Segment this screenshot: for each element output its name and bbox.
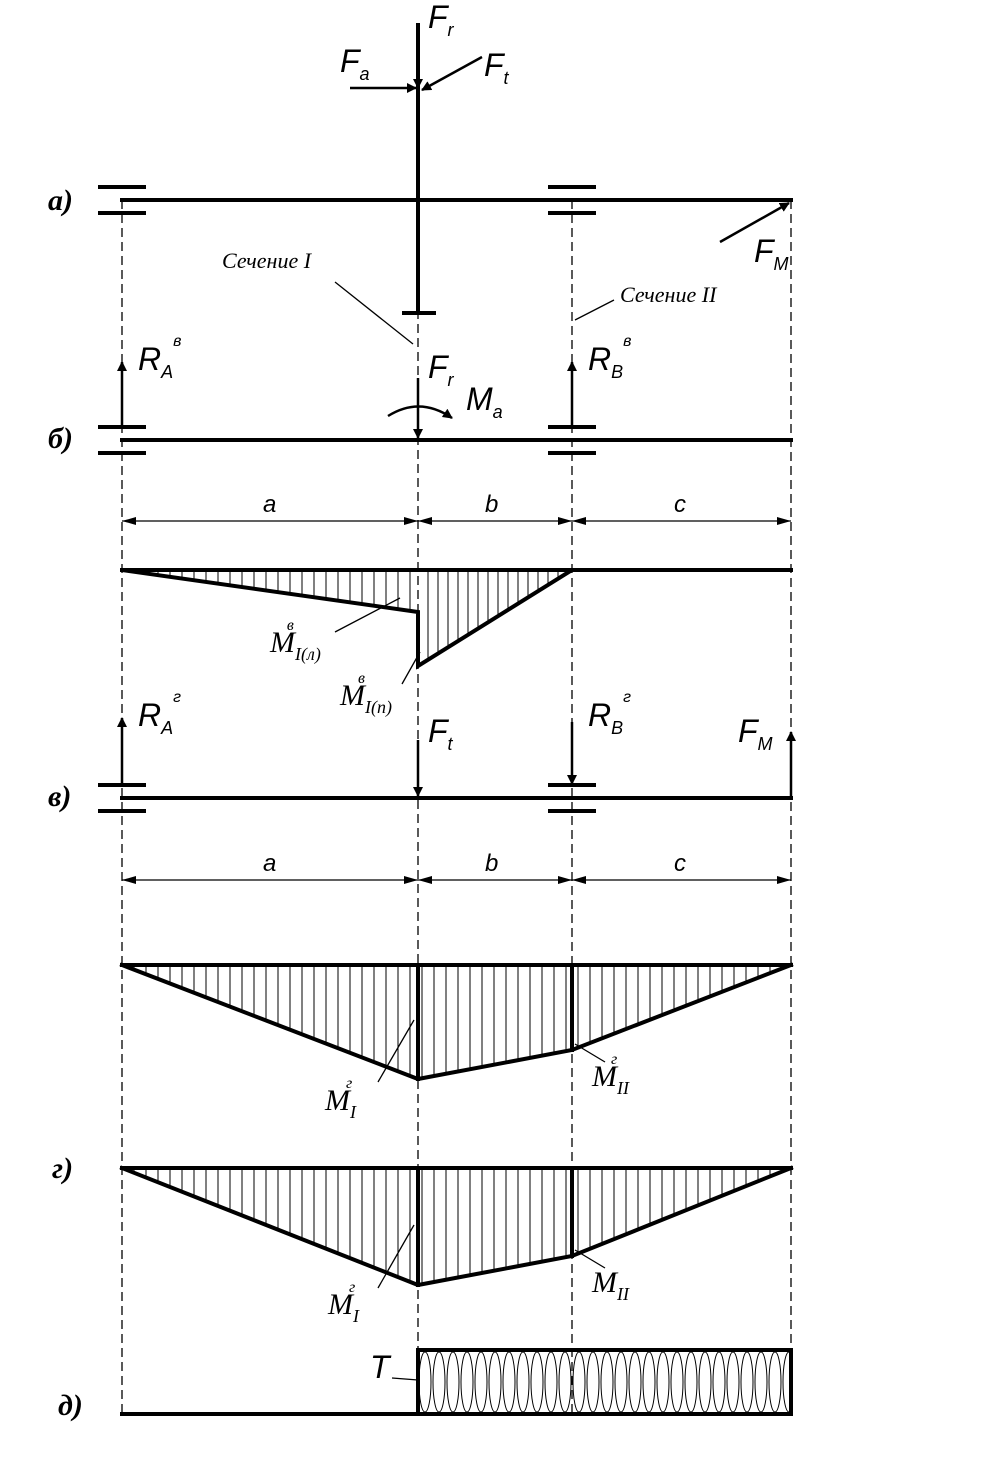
leader-mg-2	[574, 1043, 606, 1063]
leader-mt-2	[574, 1249, 606, 1269]
moment-ma-label: Ma	[466, 381, 503, 422]
force-ft-label: Ft	[484, 47, 510, 88]
moment-total-outline	[119, 1165, 794, 1288]
moment-mg-2-label: MIIг	[591, 1051, 630, 1098]
reaction-ra-g-label: RAг	[138, 689, 181, 738]
section-1-label: Сечение I	[222, 248, 313, 273]
section-2-leader	[574, 299, 615, 321]
projection-lines	[121, 200, 792, 1415]
panel-g: г) MIг MII	[52, 1152, 794, 1326]
moment-mv-l-label: MI(л)в	[269, 617, 321, 665]
section-1-leader	[334, 281, 414, 345]
reaction-ra-v-label: RAв	[138, 333, 181, 382]
torque-diagram	[416, 1348, 793, 1416]
dim-a-b: a	[263, 491, 276, 518]
moment-mv-outline	[121, 568, 579, 670]
hatch-mv	[133, 570, 569, 660]
moment-ma-arrow	[387, 405, 453, 420]
force-fr-label: Fr	[428, 0, 455, 40]
moment-diagram-horizontal: MIг MIIг	[119, 962, 794, 1122]
force-fm-v-label: FM	[738, 713, 773, 754]
panel-b: б) RAв RBв Fr Ma a b c	[48, 333, 793, 525]
dim-c-v: c	[674, 850, 686, 877]
dim-b-v: b	[485, 850, 498, 877]
force-ft-arrow	[421, 55, 483, 92]
dim-b-b: b	[485, 491, 498, 518]
force-fm-label: FM	[754, 233, 789, 274]
moment-mv-p-label: MI(п)в	[339, 670, 392, 718]
panel-label-v: в)	[48, 780, 71, 813]
leader-mv-l	[334, 597, 401, 633]
torque-label: T	[370, 1349, 392, 1385]
hatch-mt	[133, 1168, 783, 1285]
moment-mg-1-label: MIг	[324, 1075, 357, 1122]
leader-mv-p	[401, 651, 421, 685]
leader-t	[391, 1377, 419, 1381]
dim-c-b: c	[674, 491, 686, 518]
bearing-a-left	[98, 185, 146, 215]
panel-d: д) T	[58, 1348, 793, 1422]
reaction-rb-g-label: RBг	[588, 689, 631, 738]
panel-label-a: а)	[48, 184, 73, 217]
force-fm-arrow	[719, 201, 790, 244]
force-fr-b-label: Fr	[428, 349, 455, 390]
moment-mg-outline	[119, 962, 794, 1082]
leader-mg-1	[377, 1019, 415, 1083]
torque-hatch	[418, 1350, 791, 1414]
bearing-a-right	[548, 185, 596, 215]
leader-mt-1	[377, 1224, 415, 1289]
moment-mt-1-label: MIг	[327, 1279, 360, 1326]
moment-mt-2-label: MII	[591, 1266, 630, 1304]
force-fa-label: Fa	[340, 43, 370, 84]
panel-label-b: б)	[48, 422, 73, 455]
panel-a: а) Fr Fa Ft FM Сечение I Сечение II	[48, 0, 793, 345]
hatch-mg	[133, 965, 783, 1079]
force-ft-v-label: Ft	[428, 713, 454, 754]
bearing-v-right	[548, 783, 596, 813]
dim-a-v: a	[263, 850, 276, 877]
panel-label-g: г)	[52, 1152, 73, 1185]
panel-label-d: д)	[58, 1389, 83, 1422]
section-2-label: Сечение II	[620, 282, 718, 307]
moment-diagram-vertical: MI(л)в MI(п)в	[120, 568, 793, 718]
reaction-rb-v-label: RBв	[588, 333, 631, 382]
panel-v: в) RAг RBг Ft FM a b c	[48, 689, 796, 884]
